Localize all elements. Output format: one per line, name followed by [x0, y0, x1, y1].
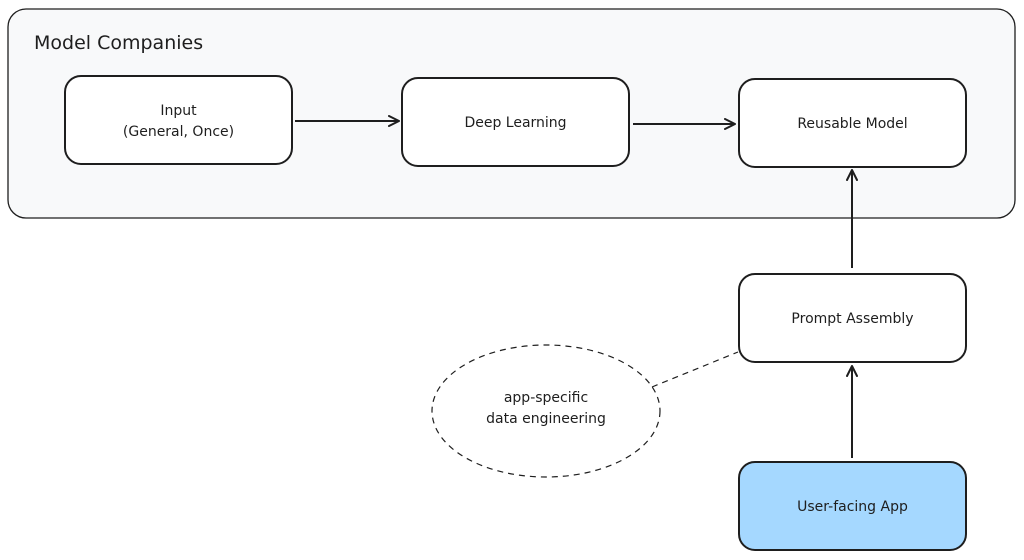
- reusable-model-node[interactable]: Reusable Model: [738, 78, 967, 168]
- input-node[interactable]: Input (General, Once): [64, 75, 293, 165]
- annotation-connector: [651, 351, 739, 388]
- prompt-assembly-node[interactable]: Prompt Assembly: [738, 273, 967, 363]
- reusable-model-node-label: Reusable Model: [797, 116, 907, 132]
- prompt-assembly-node-label: Prompt Assembly: [791, 311, 913, 327]
- input-node-label-line1: Input: [160, 103, 197, 119]
- deep-learning-node-label: Deep Learning: [464, 115, 566, 131]
- user-facing-app-node-label: User-facing App: [797, 499, 908, 515]
- annotation-label-line2: data engineering: [486, 411, 606, 427]
- group-title: Model Companies: [34, 32, 203, 54]
- annotation-ellipse: app-specific data engineering: [431, 344, 661, 478]
- deep-learning-node[interactable]: Deep Learning: [401, 77, 630, 167]
- input-node-label-line2: (General, Once): [123, 124, 234, 140]
- user-facing-app-node[interactable]: User-facing App: [738, 461, 967, 551]
- annotation-label-line1: app-specific: [504, 390, 588, 406]
